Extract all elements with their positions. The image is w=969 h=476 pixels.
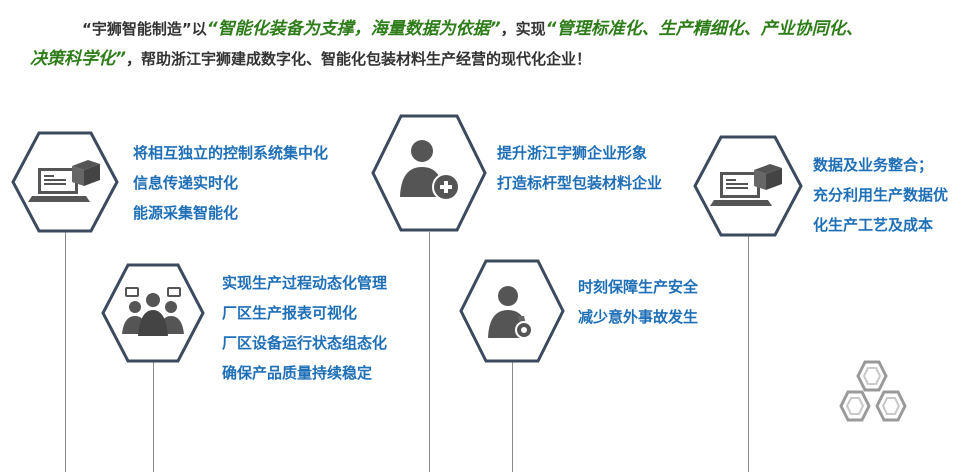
hexagon-5 xyxy=(692,134,804,238)
item-4-line-2: 减少意外事故发生 xyxy=(578,308,699,326)
item-1-text: 将相互独立的控制系统集中化 信息传递实时化 能源采集智能化 xyxy=(133,138,328,228)
hexagon-3 xyxy=(370,113,488,233)
item-2-text: 实现生产过程动态化管理 厂区生产报表可视化 厂区设备运行状态组态化 确保产品质量… xyxy=(222,268,387,388)
stem-line-5 xyxy=(748,235,749,472)
item-4-line-1: 时刻保障生产安全 xyxy=(578,278,699,296)
intro-emphasis-2a: “管理标准化、生产精细化、产业协同化、 xyxy=(545,19,863,39)
item-2-line-1: 实现生产过程动态化管理 xyxy=(222,274,388,292)
meeting-people-icon xyxy=(122,287,184,336)
item-3-line-2: 打造标杆型包装材料企业 xyxy=(497,174,663,192)
intro-text-3: ，帮助浙江宇狮建成数字化、智能化包装材料生产经营的现代化企业！ xyxy=(125,50,591,68)
intro-paragraph: “宇狮智能制造”以“智能化装备为支撑，海量数据为依据”，实现“管理标准化、生产精… xyxy=(30,14,960,74)
item-1-line-3: 能源采集智能化 xyxy=(133,204,239,222)
item-2-line-3: 厂区设备运行状态组态化 xyxy=(222,334,388,352)
item-3-text: 提升浙江宇狮企业形象 打造标杆型包装材料企业 xyxy=(497,138,662,198)
item-5-line-3: 化生产工艺及成本 xyxy=(813,216,934,234)
intro-text-2: ，实现 xyxy=(500,20,546,38)
stem-line-2 xyxy=(153,362,154,472)
item-2-line-4: 确保产品质量持续稳定 xyxy=(222,364,373,382)
laptop-box-icon xyxy=(710,164,782,206)
intro-emphasis-1: “智能化装备为支撑，海量数据为依据” xyxy=(206,19,501,39)
intro-text-1: “宇狮智能制造”以 xyxy=(82,20,207,38)
hexagon-2 xyxy=(100,262,206,364)
item-1-line-2: 信息传递实时化 xyxy=(133,174,239,192)
item-4-text: 时刻保障生产安全 减少意外事故发生 xyxy=(578,272,698,332)
item-3-line-1: 提升浙江宇狮企业形象 xyxy=(497,144,648,162)
intro-emphasis-2b: 决策科学化” xyxy=(30,49,126,69)
item-5-line-2: 充分利用生产数据优 xyxy=(813,186,949,204)
person-plus-icon xyxy=(400,140,460,201)
person-medal-icon xyxy=(488,286,533,339)
item-5-text: 数据及业务整合； 充分利用生产数据优 化生产工艺及成本 xyxy=(813,150,948,240)
item-2-line-2: 厂区生产报表可视化 xyxy=(222,304,358,322)
stem-line-3 xyxy=(429,232,430,472)
hexagon-4 xyxy=(458,258,566,364)
item-1-line-1: 将相互独立的控制系统集中化 xyxy=(133,144,329,162)
hexagon-1 xyxy=(10,130,120,234)
stem-line-4 xyxy=(512,362,513,472)
item-5-line-1: 数据及业务整合； xyxy=(813,156,934,174)
laptop-box-icon xyxy=(28,160,100,202)
hexagon-cluster-decoration xyxy=(832,360,922,444)
stem-line-1 xyxy=(65,232,66,472)
